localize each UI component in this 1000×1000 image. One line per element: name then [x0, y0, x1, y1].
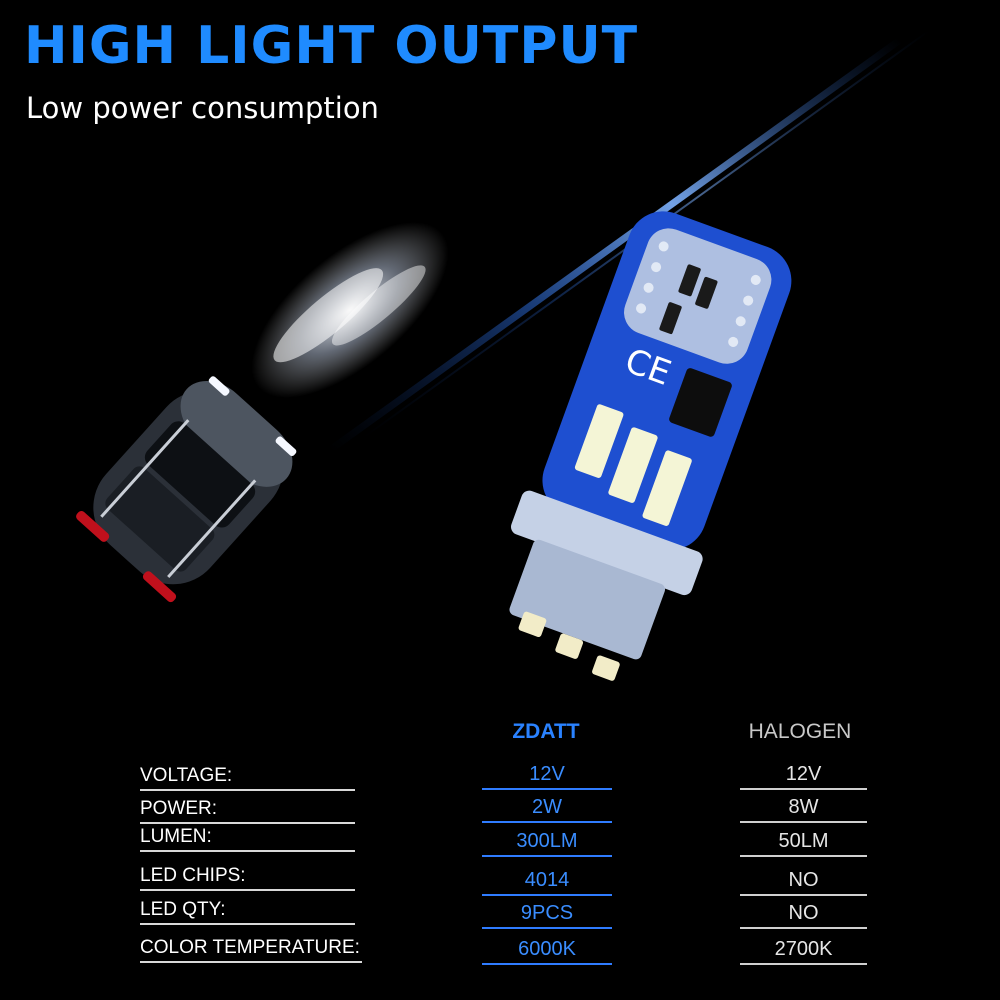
resistor-components: [659, 264, 718, 335]
value-zdatt-led-qty: 9PCS: [482, 901, 612, 929]
value-zdatt-power: 2W: [482, 795, 612, 823]
row-label-color-temperature: COLOR TEMPERATURE:: [140, 936, 362, 963]
row-label-led-chips: LED CHIPS:: [140, 864, 355, 891]
led-bulb: CE: [509, 211, 792, 681]
value-halogen-color-temperature: 2700K: [740, 937, 867, 965]
column-header-zdatt: ZDATT: [512, 720, 580, 743]
driver-chip: [669, 368, 732, 437]
row-label-led-qty: LED QTY:: [140, 898, 355, 925]
car-illustration: [76, 376, 297, 603]
row-label-power: POWER:: [140, 797, 355, 824]
bulb-base: [510, 490, 703, 596]
headlight-beam: [251, 222, 449, 398]
value-zdatt-color-temperature: 6000K: [482, 937, 612, 965]
value-halogen-led-chips: NO: [740, 868, 867, 896]
bulb-contacts: [518, 611, 620, 681]
page-subtitle: Low power consumption: [26, 91, 379, 125]
value-zdatt-voltage: 12V: [482, 762, 612, 790]
value-zdatt-lumen: 300LM: [482, 829, 612, 857]
row-label-lumen: LUMEN:: [140, 825, 355, 852]
value-halogen-led-qty: NO: [740, 901, 867, 929]
row-label-voltage: VOLTAGE:: [140, 764, 355, 791]
led-chips: [574, 404, 692, 526]
value-halogen-voltage: 12V: [740, 762, 867, 790]
page-title: HIGH LIGHT OUTPUT: [24, 16, 639, 76]
value-zdatt-led-chips: 4014: [482, 868, 612, 896]
column-header-halogen: HALOGEN: [748, 720, 852, 743]
value-halogen-power: 8W: [740, 795, 867, 823]
value-halogen-lumen: 50LM: [740, 829, 867, 857]
